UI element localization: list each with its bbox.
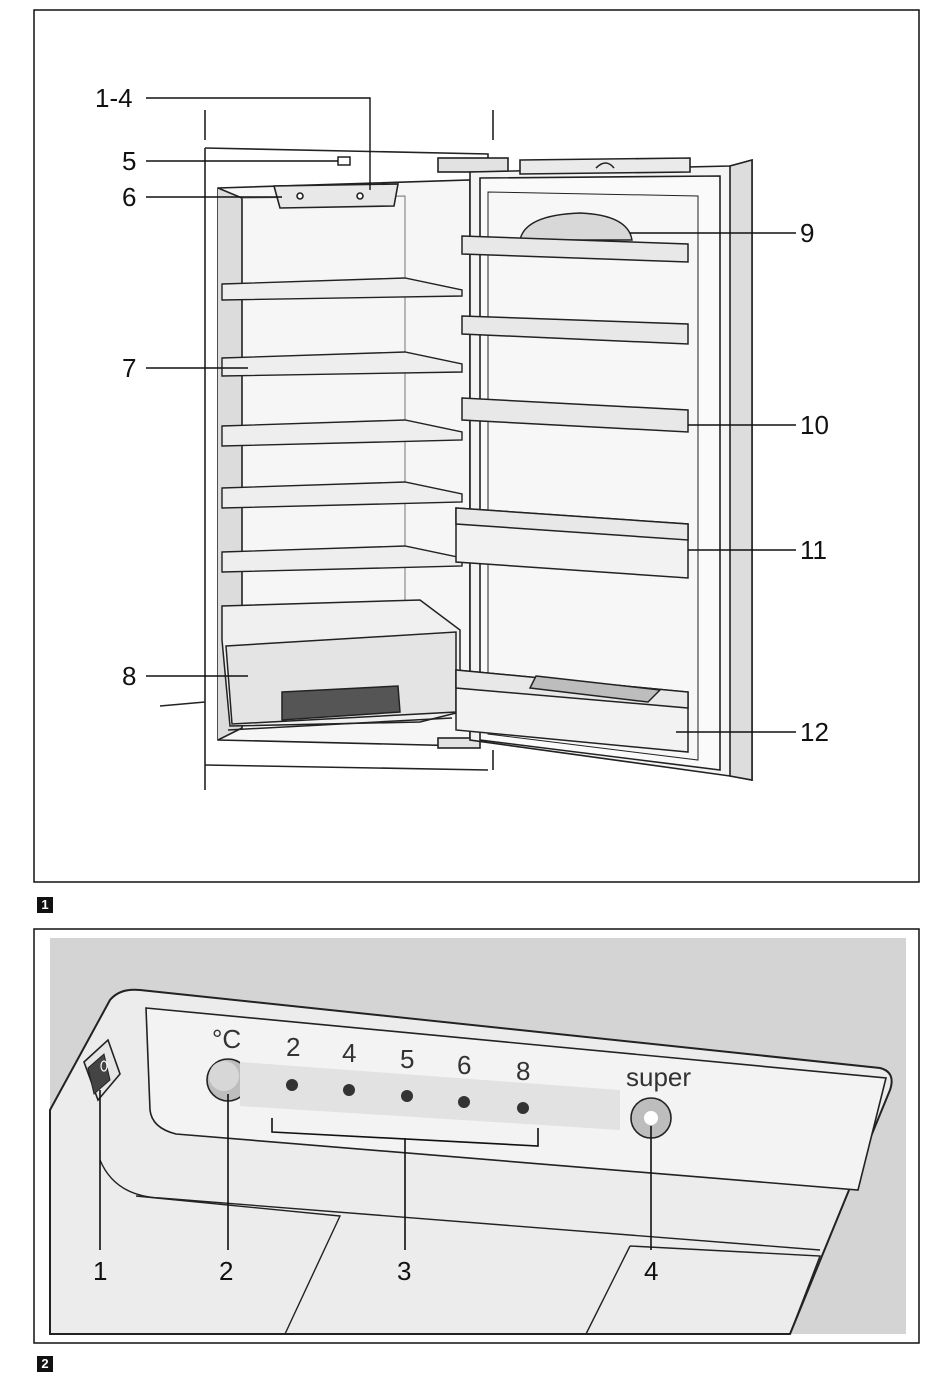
figure-2-number: 2 <box>37 1356 53 1372</box>
led-2 <box>286 1079 298 1091</box>
callout-1-4: 1-4 <box>95 83 133 113</box>
led-4 <box>343 1084 355 1096</box>
led-8 <box>517 1102 529 1114</box>
callout-8: 8 <box>122 661 136 691</box>
setting-4: 4 <box>342 1038 356 1068</box>
callout-5: 5 <box>122 146 136 176</box>
unit-label: °C <box>212 1024 241 1054</box>
callout-12: 12 <box>800 717 829 747</box>
figure-1-number: 1 <box>37 897 53 913</box>
vegetable-drawer <box>222 600 460 730</box>
callout-6: 6 <box>122 182 136 212</box>
callout-10: 10 <box>800 410 829 440</box>
setting-5: 5 <box>400 1044 414 1074</box>
setting-6: 6 <box>457 1050 471 1080</box>
callout-3: 3 <box>397 1256 411 1286</box>
super-label: super <box>626 1062 691 1092</box>
led-5 <box>401 1090 413 1102</box>
callout-11: 11 <box>800 535 827 565</box>
setting-8: 8 <box>516 1056 530 1086</box>
setting-2: 2 <box>286 1032 300 1062</box>
callout-9: 9 <box>800 218 814 248</box>
led-6 <box>458 1096 470 1108</box>
callout-4: 4 <box>644 1256 658 1286</box>
callout-7: 7 <box>122 353 136 383</box>
callout-1: 1 <box>93 1256 107 1286</box>
callout-2: 2 <box>219 1256 233 1286</box>
